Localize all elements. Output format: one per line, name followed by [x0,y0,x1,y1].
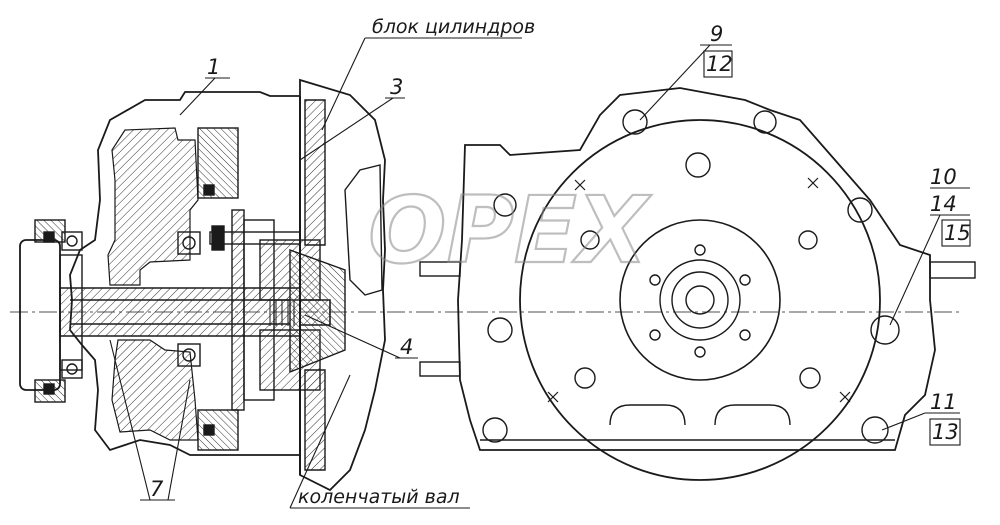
housing-flange [519,119,881,481]
outer-bolts [482,109,900,444]
label-crankshaft: коленчатый вал [298,486,460,508]
callout-11: 11 [930,390,957,414]
watermark: OPEX [367,176,653,285]
callout-1: 1 [207,55,220,79]
callout-15: 15 [944,221,971,245]
labels: блок цилиндров коленчатый вал 1 3 4 7 9 … [150,16,971,508]
cover-plate [619,219,781,381]
watermark-text: OPEX [368,177,651,284]
left-section-view [10,78,470,492]
cover-bolts [649,244,751,358]
callout-14: 14 [930,192,957,216]
callout-13: 13 [932,420,959,444]
right-front-view [419,87,976,481]
label-cylinder-block: блок цилиндров [372,16,535,38]
callout-9: 9 [710,22,723,46]
callout-12: 12 [706,52,733,76]
callout-4: 4 [400,335,413,359]
callout-7: 7 [150,477,164,501]
callout-10: 10 [930,165,957,189]
leader-lines [109,37,971,509]
callout-3: 3 [390,75,403,99]
